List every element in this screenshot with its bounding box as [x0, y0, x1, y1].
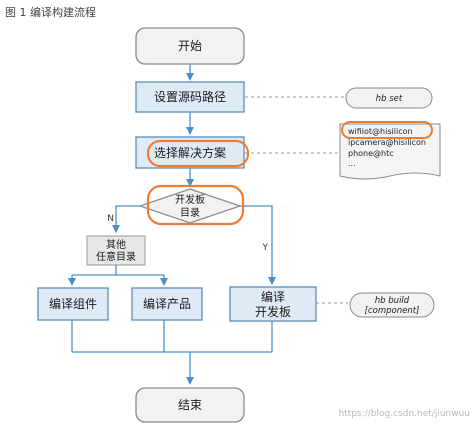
arrow-decision-no: [112, 205, 148, 233]
choose-solution-node: 选择解决方案: [135, 136, 250, 169]
start-node: 开始: [135, 27, 245, 65]
compile-board-label-line1: 编译: [261, 289, 285, 304]
other-label-line1: 其他: [106, 238, 126, 251]
start-label: 开始: [178, 39, 202, 53]
decision-highlight: [146, 184, 245, 226]
hb-build-label-line1: hb build: [375, 296, 410, 306]
set-path-node: 设置源码路径: [135, 81, 245, 113]
set-path-label: 设置源码路径: [154, 89, 226, 104]
end-label: 结束: [178, 398, 202, 412]
hb-build-note: hb build [component]: [349, 292, 435, 318]
solution-item: ipcamera@hisilicon: [348, 138, 426, 147]
choose-highlight: [146, 139, 250, 168]
dashed-links: [245, 96, 348, 304]
compile-product-label: 编译产品: [143, 296, 191, 311]
branch-yes-label: Y: [262, 243, 269, 253]
other-directory-node: 其他 任意目录: [86, 235, 146, 266]
hb-build-label-line2: [component]: [365, 306, 420, 316]
compile-component-node: 编译组件: [37, 287, 109, 321]
decision-label-line2: 目录: [180, 207, 200, 219]
decision-node: 开发板 目录: [138, 184, 245, 226]
hb-set-label: hb set: [376, 94, 403, 104]
compile-component-label: 编译组件: [49, 296, 97, 311]
solution-item: phone@htc: [348, 149, 394, 158]
decision-label-line1: 开发板: [175, 193, 205, 206]
watermark: https://blog.csdn.net/jiunwuu: [339, 409, 470, 419]
connectors: [68, 64, 276, 385]
other-label-line2: 任意目录: [96, 250, 136, 263]
solution-item: ...: [348, 159, 356, 168]
solutions-document: wifiiot@hisilicon ipcamera@hisilicon pho…: [339, 121, 441, 180]
compile-board-node: 编译 开发板: [229, 286, 317, 322]
end-node: 结束: [135, 387, 245, 423]
figure-title: 图 1 编译构建流程: [5, 5, 96, 19]
solution-item: wifiiot@hisilicon: [348, 127, 413, 136]
solution-highlight: [341, 121, 433, 139]
hb-set-note: hb set: [345, 87, 433, 109]
arrow-decision-yes: [240, 205, 276, 285]
compile-product-node: 编译产品: [131, 287, 203, 321]
compile-board-label-line2: 开发板: [255, 304, 291, 319]
choose-solution-label: 选择解决方案: [154, 145, 226, 160]
branch-no-label: N: [107, 214, 114, 224]
